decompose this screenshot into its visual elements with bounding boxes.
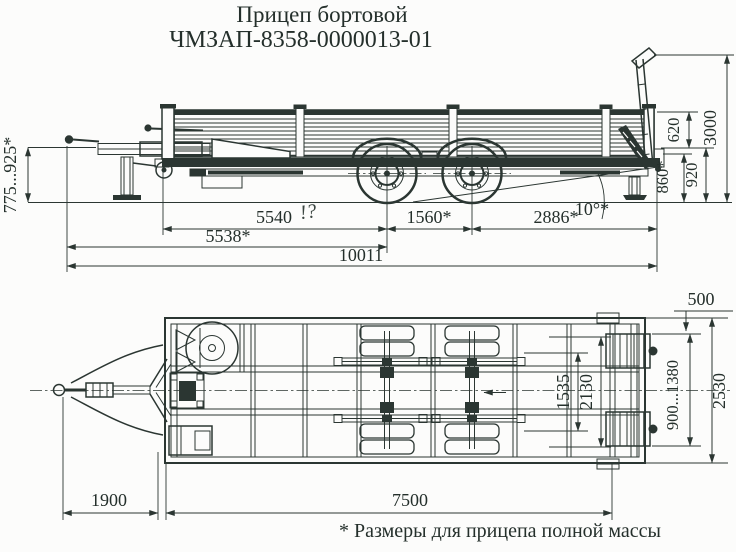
dim-loading-height: 920	[682, 163, 701, 188]
dim-platform-to-axle: 5540	[256, 207, 292, 227]
front-support-jack	[113, 156, 173, 200]
ramp-lower-plan	[605, 411, 658, 447]
dim-overall-width: 2530	[709, 373, 729, 409]
dim-overall-height: 3000	[700, 110, 720, 146]
front-box	[168, 425, 213, 456]
drawbar-gusset	[211, 138, 291, 159]
ramp-angle-arc	[597, 173, 605, 220]
ramp-lowered-line	[412, 166, 659, 203]
fender-rear	[436, 137, 508, 159]
drawing-title: Прицеп бортовой	[236, 2, 407, 27]
dim-overall-length: 10011	[339, 245, 383, 265]
drawbar-mount	[169, 372, 205, 409]
footnote-asterisk-note: * Размеры для прицепа полной массы	[339, 520, 661, 542]
platform-side-boards	[160, 104, 660, 189]
dim-frame-outer-width: 2130	[576, 374, 596, 410]
axle-front-plan	[333, 325, 441, 455]
dim-drawbar-length: 1900	[91, 490, 127, 510]
dim-frame-inner-width: 1535	[553, 374, 573, 410]
dim-ramp-angle: 10°*	[575, 199, 609, 219]
drawbar-side	[64, 124, 211, 157]
drawbar-plan	[52, 344, 172, 436]
dim-hitch-to-axle: 5538*	[206, 226, 251, 246]
ramp-upper-plan	[605, 333, 658, 369]
safety-cable-upper	[70, 344, 164, 384]
toolbox	[201, 175, 243, 189]
dim-ramp-width: 500	[688, 289, 715, 309]
dim-ramp-track: 900...1380	[663, 360, 682, 430]
rear-support-leg	[623, 176, 647, 200]
dim-board-height: 620	[664, 118, 683, 143]
drawing-model-number: ЧМЗАП-8358-0000013-01	[169, 27, 433, 53]
fender-front	[351, 137, 423, 159]
handwritten-note: !?	[298, 200, 318, 224]
top-view: 500 1535 2130 900...1380 2530 1900 7500	[30, 289, 733, 520]
dim-axle-to-ramp: 2886*	[534, 207, 579, 227]
dim-axle-base: 1560*	[407, 207, 452, 227]
dim-hitch-height: 775...925*	[0, 137, 20, 214]
dim-loading-height-laden: 860*	[653, 161, 672, 194]
side-view: 775...925* 5540 !? 1560* 2886* 5538* 100…	[0, 47, 734, 272]
dim-platform-length: 7500	[392, 490, 428, 510]
spare-wheel	[175, 321, 239, 375]
axle-rear-plan	[418, 325, 526, 455]
title-block: Прицеп бортовой ЧМЗАП-8358-0000013-01	[169, 2, 433, 53]
safety-cable-lower	[70, 396, 164, 436]
